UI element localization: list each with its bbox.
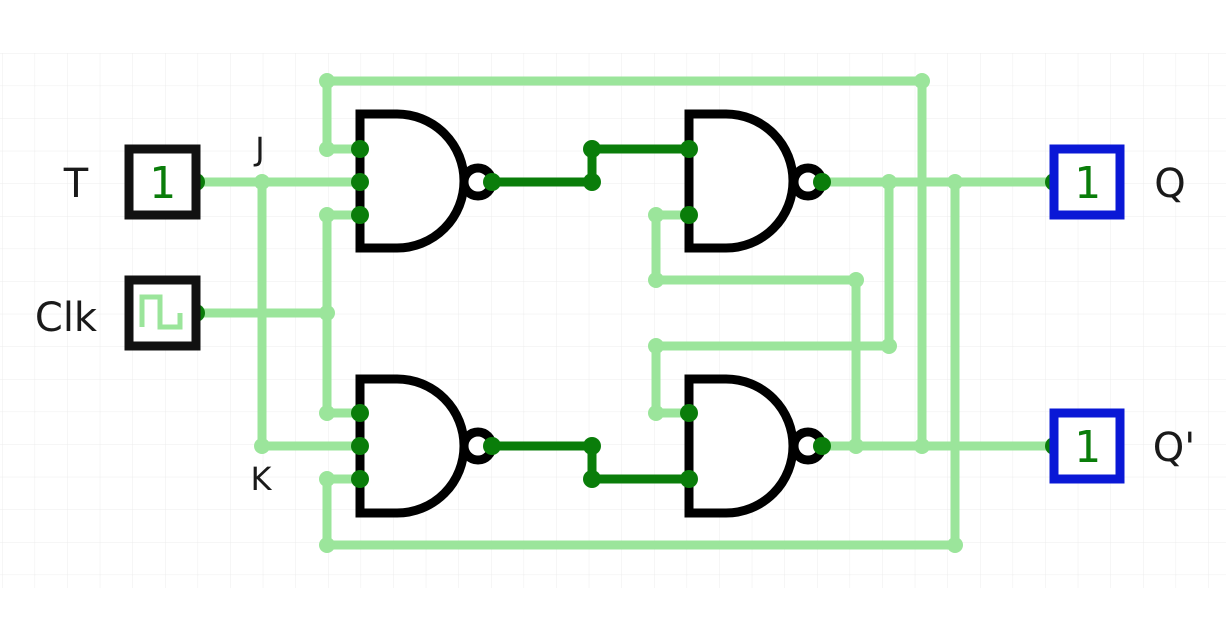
output-q-value: 1 <box>1074 158 1101 209</box>
nand-gate-top-right[interactable] <box>684 109 827 253</box>
wire-feedback-top[interactable] <box>322 76 927 451</box>
input-clk-label: Clk <box>35 295 98 341</box>
wires-high <box>487 144 694 484</box>
nand-gate-bottom-left[interactable] <box>355 374 497 518</box>
wire-s-bar[interactable] <box>487 144 694 187</box>
nand-gate-bottom-right[interactable] <box>684 374 827 518</box>
output-qbar-value: 1 <box>1074 422 1101 473</box>
wire-label-k: K <box>251 460 273 498</box>
input-t[interactable]: 1 <box>124 144 201 220</box>
clock-waveform-icon <box>139 294 183 330</box>
grid-background <box>0 53 1226 588</box>
output-qbar-label: Q' <box>1153 425 1195 471</box>
input-clk[interactable] <box>124 275 201 351</box>
wire-r-bar[interactable] <box>487 441 694 484</box>
wire-label-j: J <box>253 130 264 168</box>
input-t-value: 1 <box>149 158 176 209</box>
junction-dots-low <box>254 73 963 553</box>
output-qbar: 1 <box>1049 408 1125 484</box>
wire-feedback-bottom[interactable] <box>322 177 960 550</box>
output-q-label: Q <box>1154 161 1185 207</box>
input-t-label: T <box>63 161 89 207</box>
output-q: 1 <box>1049 144 1125 220</box>
